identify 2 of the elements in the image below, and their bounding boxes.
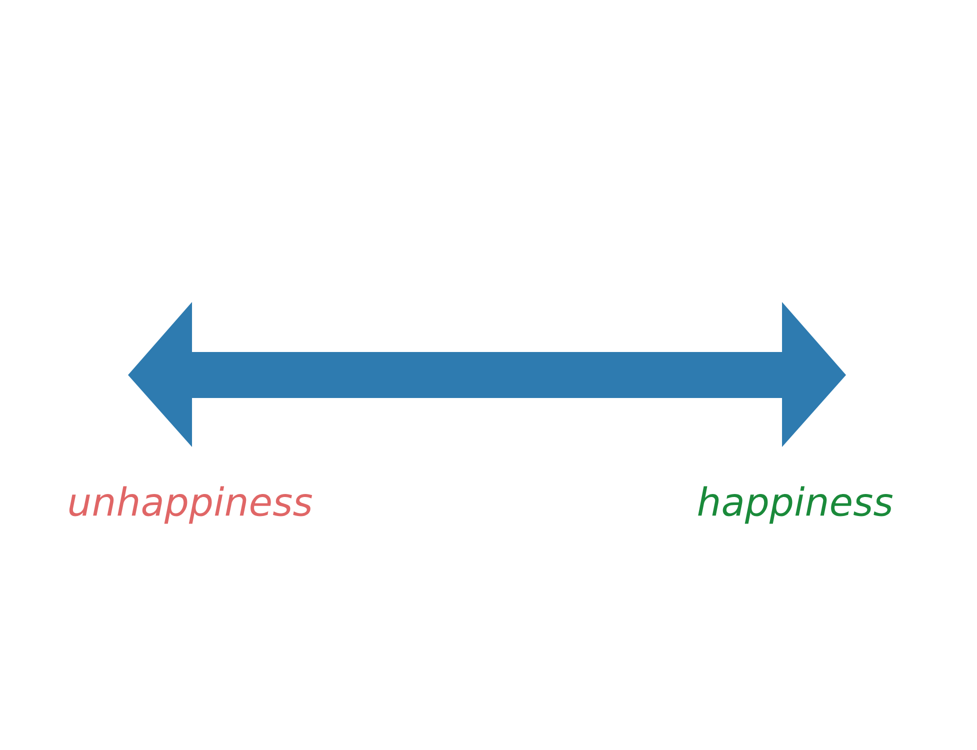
scale-label: unhappiness bbox=[69, 486, 312, 524]
scale-label: happiness bbox=[698, 486, 893, 524]
